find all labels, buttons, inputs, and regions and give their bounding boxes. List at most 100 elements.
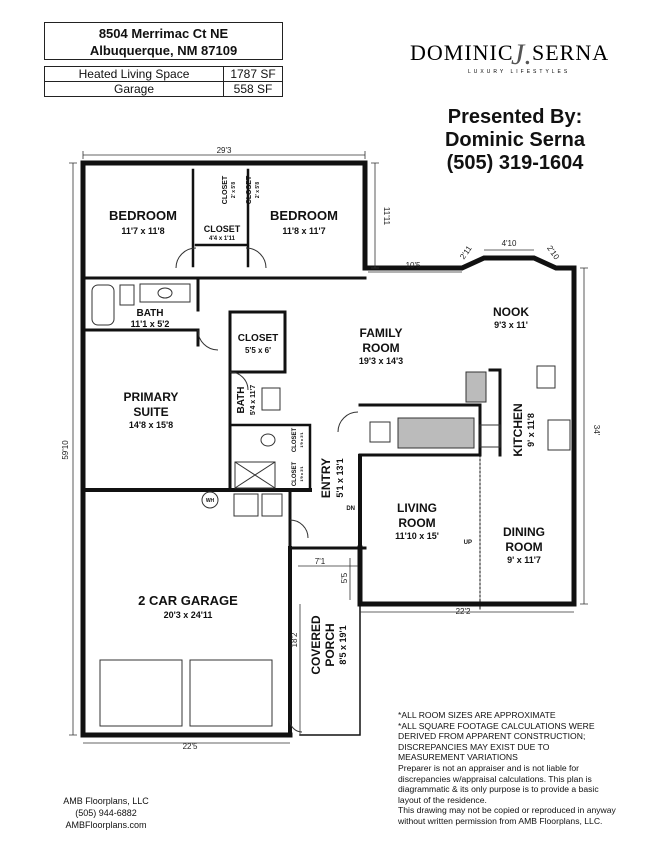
logo-mark: J. bbox=[511, 38, 532, 71]
dim-porch-w: 7'1 bbox=[315, 557, 326, 566]
washer-icon bbox=[233, 493, 259, 517]
wall-garage bbox=[80, 552, 293, 738]
door-swing bbox=[289, 719, 303, 733]
bathtub-icon bbox=[91, 284, 115, 326]
room-bath-primary-name: BATH bbox=[236, 386, 247, 413]
room-bedroom-left-size: 11'7 x 11'8 bbox=[121, 226, 164, 236]
room-closet-b-size: 2' x 5'8 bbox=[255, 182, 261, 198]
toilet-icon bbox=[119, 284, 135, 306]
room-nook-name: NOOK bbox=[493, 305, 529, 319]
room-closet-small1-name: CLOSET bbox=[292, 428, 298, 453]
garage-door-icon bbox=[99, 659, 183, 727]
company-site: AMBFloorplans.com bbox=[65, 820, 147, 830]
presenter-name: Dominic Serna bbox=[444, 129, 586, 151]
disclaimer: *ALL ROOM SIZES ARE APPROXIMATE *ALL SQU… bbox=[398, 710, 618, 827]
wall-kitchen-right bbox=[488, 368, 502, 457]
room-bedroom-left-name: BEDROOM bbox=[109, 208, 177, 223]
address-line-2: Albuquerque, NM 87109 bbox=[89, 43, 238, 58]
room-closet-small2-name: CLOSET bbox=[292, 462, 298, 487]
room-bath-primary-size: 5'4 x 11'7 bbox=[250, 385, 257, 415]
wall-porch-outline bbox=[299, 603, 361, 736]
company-phone: (505) 944-6882 bbox=[75, 808, 137, 818]
room-primary-name-2: SUITE bbox=[133, 405, 168, 419]
garage-door-icon bbox=[189, 659, 273, 727]
room-entry-size: 5'1 x 13'1 bbox=[335, 458, 345, 497]
room-nook-size: 9'3 x 11' bbox=[494, 320, 528, 330]
dim-bay-a: 2'11 bbox=[458, 244, 474, 261]
wall-closets bbox=[191, 168, 250, 268]
room-porch-size: 8'5 x 19'1 bbox=[338, 625, 348, 664]
room-garage-name: 2 CAR GARAGE bbox=[138, 593, 238, 608]
disclaimer-line: *ALL SQUARE FOOTAGE CALCULATIONS WERE DE… bbox=[398, 720, 595, 763]
water-heater-label: WH bbox=[206, 498, 215, 504]
dim-left: 59'10 bbox=[61, 440, 70, 460]
kitchen-sink-icon bbox=[547, 419, 571, 451]
fixtures bbox=[91, 283, 571, 727]
room-bath-upper-name: BATH bbox=[136, 308, 163, 319]
dim-bottom-left: 22'5 bbox=[183, 742, 198, 751]
shower-icon bbox=[234, 461, 276, 489]
dim-bay-b: 4'10 bbox=[502, 239, 517, 248]
room-closet-c-size: 4'4 x 1'11 bbox=[209, 236, 236, 242]
logo-tagline: LUXURY LIFESTYLES bbox=[468, 69, 570, 75]
dryer-icon bbox=[261, 493, 283, 517]
area-table: Heated Living Space 1787 SF Garage 558 S… bbox=[44, 66, 283, 97]
address-box: 8504 Merrimac Ct NE Albuquerque, NM 8710… bbox=[44, 22, 283, 60]
sink-icon bbox=[157, 287, 173, 299]
kitchen-sink-icon bbox=[369, 421, 391, 443]
dim-porch-h: 5'5 bbox=[340, 572, 349, 583]
dim-right: 34' bbox=[592, 425, 601, 436]
room-bedroom-right-name: BEDROOM bbox=[270, 208, 338, 223]
room-dining-size: 9' x 11'7 bbox=[507, 555, 541, 565]
room-bath-upper-size: 11'1 x 5'2 bbox=[131, 319, 170, 329]
door-swing bbox=[337, 411, 359, 433]
appliance-icon bbox=[536, 365, 556, 389]
room-closet-primary-name: CLOSET bbox=[238, 333, 279, 344]
brand-logo: DOMINIC J. SERNA LUXURY LIFESTYLES bbox=[408, 36, 608, 80]
presenter-block: Presented By: Dominic Serna (505) 319-16… bbox=[420, 106, 610, 175]
room-living-size: 11'10 x 15' bbox=[395, 531, 439, 541]
room-closet-c-name: CLOSET bbox=[204, 224, 241, 234]
address-line-1: 8504 Merrimac Ct NE bbox=[98, 26, 229, 41]
room-primary-name-1: PRIMARY bbox=[124, 390, 179, 404]
table-row: Garage 558 SF bbox=[44, 81, 283, 97]
disclaimer-line: *ALL ROOM SIZES ARE APPROXIMATE bbox=[398, 710, 556, 720]
toilet-icon bbox=[260, 433, 276, 447]
wall-closet-primary bbox=[228, 310, 287, 374]
shower-icon bbox=[234, 461, 276, 489]
wall-primary-bath-inner bbox=[228, 423, 312, 492]
water-heater-icon bbox=[201, 491, 219, 509]
logo-mark-text: J. bbox=[511, 38, 532, 71]
disclaimer-line: Preparer is not an appraiser and is not … bbox=[398, 762, 599, 805]
kitchen-counter bbox=[397, 417, 475, 449]
area-value: 558 SF bbox=[223, 81, 283, 97]
room-closet-a-size: 2' x 5'8 bbox=[231, 182, 237, 198]
area-label: Garage bbox=[44, 81, 224, 97]
wall-right bbox=[357, 265, 577, 607]
dimension-lines bbox=[69, 151, 588, 744]
room-porch-name-1: COVERED bbox=[309, 615, 323, 675]
room-closet-small1-size: 1'9 x 3'1 bbox=[299, 432, 304, 448]
room-primary-size: 14'8 x 15'8 bbox=[129, 420, 173, 430]
dim-bay-c: 2'10 bbox=[545, 244, 561, 262]
room-kitchen-name: KITCHEN bbox=[511, 403, 525, 456]
wall-bay bbox=[365, 255, 577, 271]
room-dining-name-2: ROOM bbox=[505, 540, 542, 554]
room-bedroom-right-size: 11'8 x 11'7 bbox=[282, 226, 325, 236]
dim-bottom-right: 22'2 bbox=[456, 607, 471, 616]
dim-porch-len: 18'2 bbox=[290, 632, 299, 647]
door-swing bbox=[175, 247, 197, 269]
logo-right-text: SERNA bbox=[532, 40, 608, 65]
presenter-heading: Presented By: bbox=[447, 106, 583, 128]
disclaimer-line: This drawing may not be copied or reprod… bbox=[398, 805, 616, 826]
room-kitchen-size: 9' x 11'8 bbox=[526, 413, 536, 447]
range-icon bbox=[479, 424, 501, 448]
company-name: AMB Floorplans, LLC bbox=[63, 796, 149, 806]
room-family-name-1: FAMILY bbox=[360, 326, 403, 340]
door-swing bbox=[197, 329, 219, 351]
presenter-phone: (505) 319-1604 bbox=[446, 152, 584, 174]
room-closet-small2-size: 1'9 x 3'1 bbox=[299, 466, 304, 482]
door-swing bbox=[229, 371, 249, 391]
room-closet-primary-size: 5'5 x 6' bbox=[245, 346, 271, 355]
